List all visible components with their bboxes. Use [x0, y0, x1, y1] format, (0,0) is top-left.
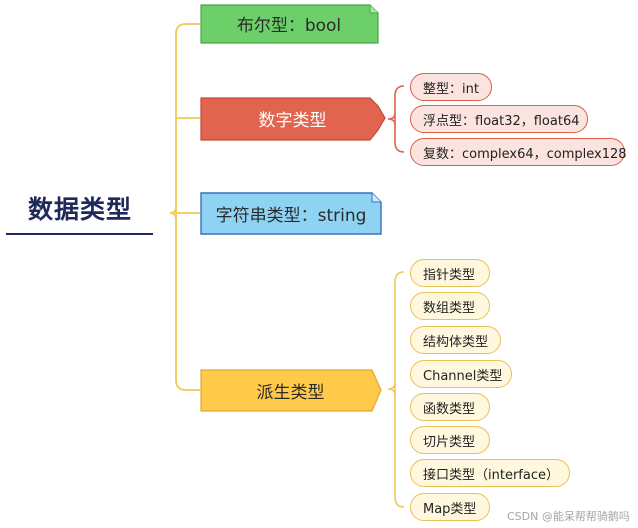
derived-child-array: 数组类型 — [410, 292, 490, 320]
derived-bracket-notch — [387, 382, 396, 396]
branch-numeric-label: 数字类型 — [258, 111, 327, 131]
root-title: 数据类型 — [28, 195, 133, 224]
numeric-bracket-notch — [387, 112, 396, 126]
root-underline — [6, 233, 153, 235]
derived-child-struct: 结构体类型 — [410, 326, 501, 354]
numeric-child-complex: 复数：complex64，complex128 — [410, 138, 627, 166]
derived-bracket — [394, 271, 405, 508]
string-box-fold — [371, 193, 381, 203]
derived-child-pointer: 指针类型 — [410, 259, 490, 287]
derived-child-slice: 切片类型 — [410, 426, 490, 454]
derived-child-interface: 接口类型（interface） — [410, 459, 570, 487]
numeric-child-float: 浮点型：float32，float64 — [410, 105, 588, 133]
numeric-box — [200, 97, 386, 141]
derived-child-channel: Channel类型 — [410, 360, 512, 388]
branch-numeric: 数字类型 — [200, 97, 385, 140]
bool-box — [200, 4, 379, 44]
branch-bool-label: 布尔型：bool — [236, 16, 342, 36]
bool-box-fold — [369, 5, 378, 14]
string-box — [200, 192, 382, 235]
root-bracket-notch — [169, 206, 177, 220]
branch-derived-label: 派生类型 — [256, 382, 325, 403]
numeric-bracket — [394, 85, 405, 153]
derived-child-map: Map类型 — [410, 493, 490, 521]
branch-bool: 布尔型：bool — [200, 4, 378, 43]
derived-child-function: 函数类型 — [410, 393, 490, 421]
branch-derived: 派生类型 — [200, 369, 381, 411]
watermark: CSDN @能呆帮帮骑鹅吗 — [507, 510, 630, 523]
root-bracket — [175, 23, 187, 391]
branch-string-label: 字符串类型：string — [215, 205, 367, 226]
branch-string: 字符串类型：string — [200, 192, 382, 234]
derived-box — [200, 369, 382, 412]
numeric-child-int: 整型：int — [410, 73, 492, 101]
